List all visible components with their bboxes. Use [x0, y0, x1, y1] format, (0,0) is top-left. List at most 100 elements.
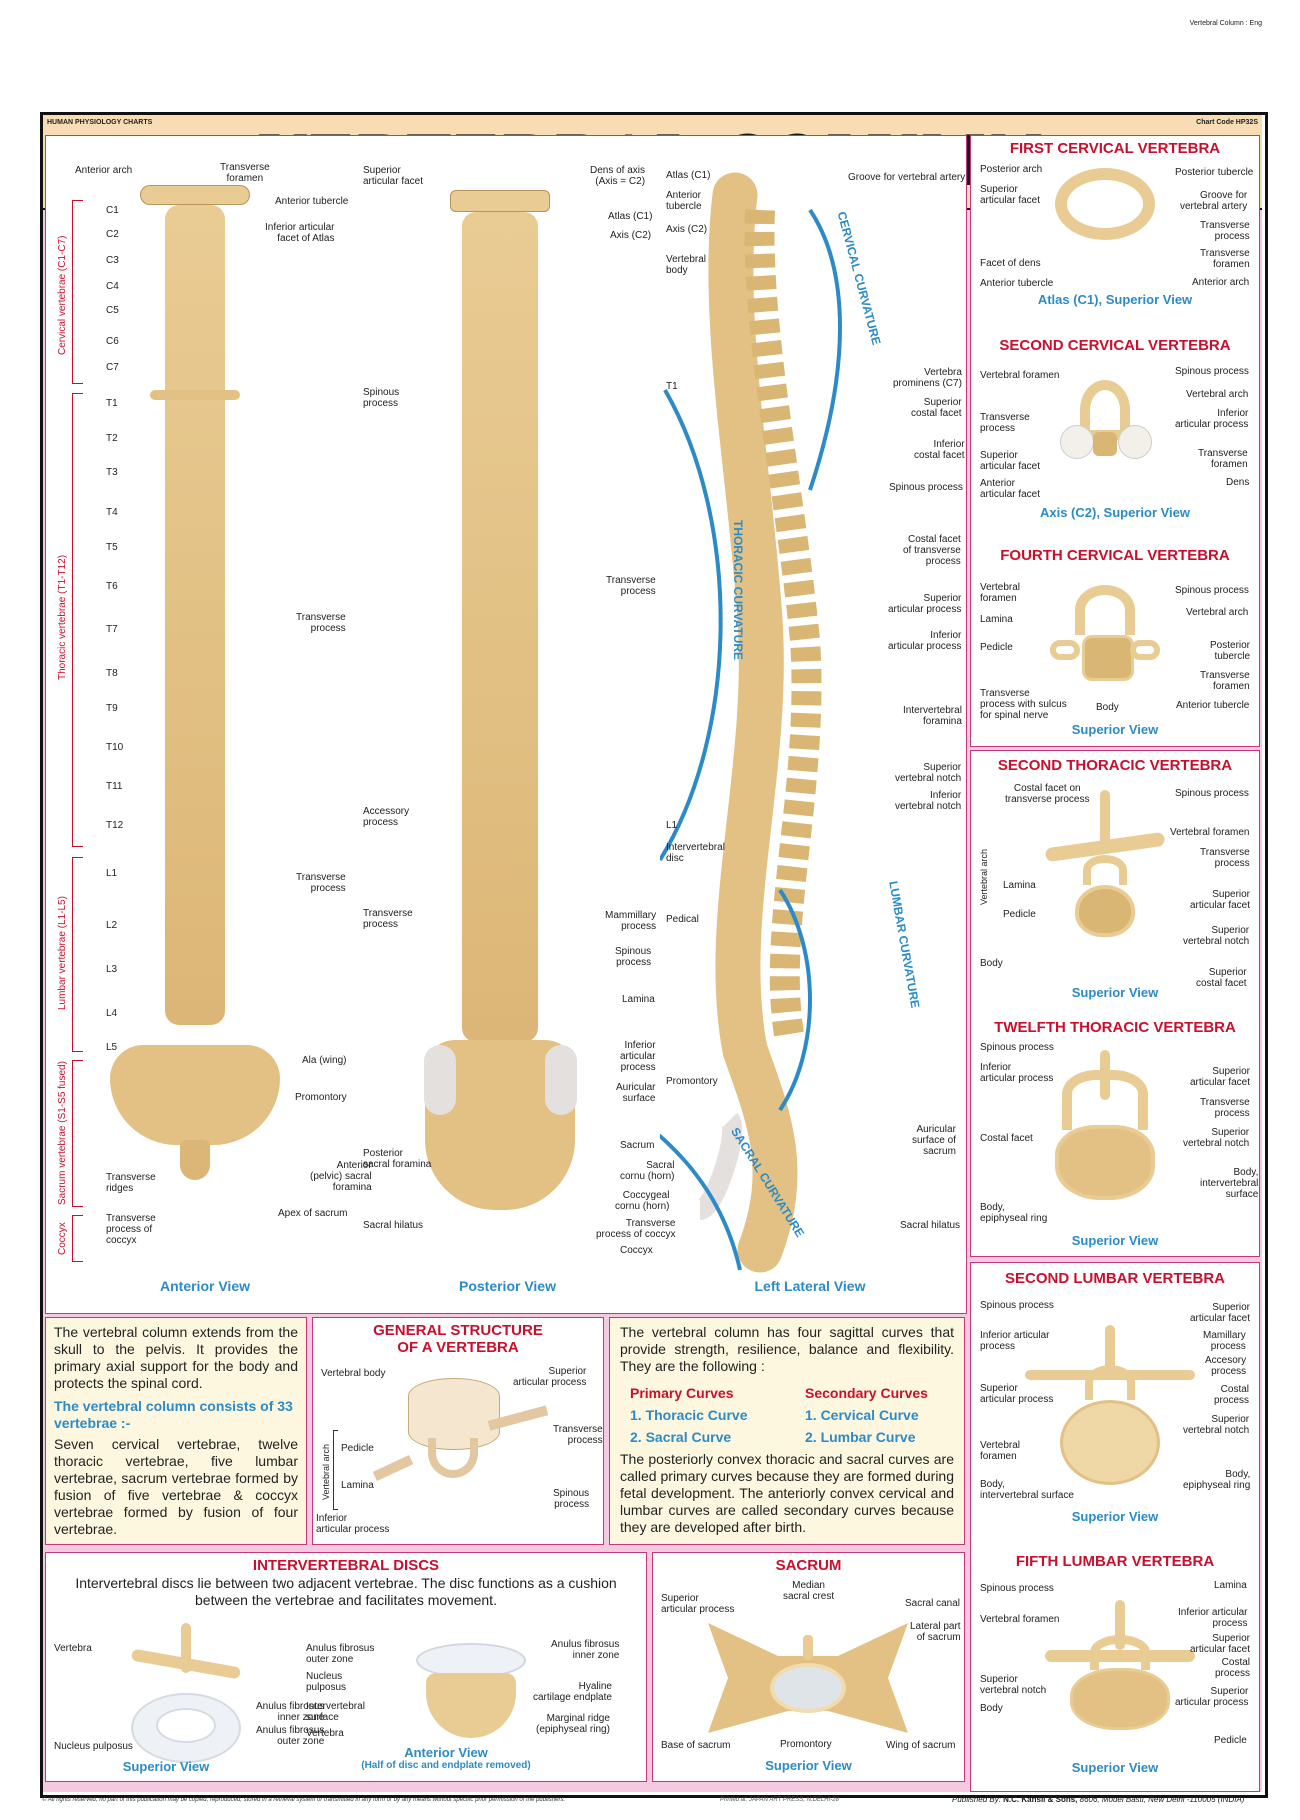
label-dens: Dens of axis (Axis = C2): [590, 165, 646, 187]
label: Superior vertebral notch: [1183, 1127, 1250, 1149]
label: Vertebral foramen: [1170, 827, 1250, 838]
label-inferior-articular: Inferior articular process: [620, 1040, 656, 1073]
label: Lamina: [980, 614, 1013, 625]
coccyx-region-label: Coccyx: [57, 1222, 68, 1255]
label: Superior articular process: [513, 1366, 587, 1388]
label: Spinous process: [980, 1042, 1054, 1053]
label: Vertebral arch: [1186, 607, 1249, 618]
label-c3: C3: [106, 255, 119, 266]
label-lat-l1: L1: [666, 820, 678, 831]
label: Body: [980, 958, 1003, 969]
label-coccyx: Coccyx: [620, 1245, 653, 1256]
label: Pedicle: [980, 642, 1013, 653]
posterior-vertebrae: [462, 212, 538, 1042]
secondary-curve-lumbar: 2. Lumbar Curve: [805, 1429, 916, 1445]
label: Transverse foramen: [1200, 670, 1250, 692]
label-lat-pedical: Pedical: [666, 914, 699, 925]
label: Lamina: [341, 1480, 374, 1491]
label: Inferior articular process: [316, 1513, 390, 1535]
label-lat-inf-articular: Inferior articular process: [888, 630, 962, 652]
curves-outro: The posteriorly convex thoracic and sacr…: [620, 1451, 954, 1535]
anterior-view-caption: Anterior View: [160, 1278, 250, 1294]
label: Costal facet: [980, 1133, 1033, 1144]
label-inferior-facet-atlas: Inferior articular facet of Atlas: [265, 222, 335, 244]
label-lat-spinous: Spinous process: [889, 482, 963, 493]
atlas-bone: [140, 185, 250, 205]
generic-vertebra-drawing: [372, 1378, 549, 1488]
label-lat-atlas: Atlas (C1): [666, 170, 711, 181]
chart-code: Chart Code HP32S: [1196, 119, 1258, 126]
curves-intro: The vertebral column has four sagittal c…: [620, 1324, 954, 1374]
label: Superior articular facet: [1190, 889, 1251, 911]
sacrum-superior-drawing: [708, 1623, 908, 1733]
label: Facet of dens: [980, 258, 1041, 269]
cervical-region-label: Cervical vertebrae (C1-C7): [57, 235, 68, 355]
label: Spinous process: [980, 1583, 1054, 1594]
caption: Superior View: [1071, 1509, 1159, 1524]
label-vertebra-prominens: Vertebra prominens (C7): [893, 367, 962, 389]
label: Posterior tubercle: [1175, 167, 1254, 178]
label: Superior vertebral notch: [980, 1674, 1047, 1696]
primary-curve-thoracic: 1. Thoracic Curve: [630, 1407, 748, 1423]
sacrum-title: SACRUM: [775, 1557, 842, 1574]
label: Transverse foramen: [1200, 248, 1250, 270]
label: Median sacral crest: [783, 1580, 835, 1602]
label: Costal process: [1214, 1384, 1250, 1406]
disc-anterior-drawing: [416, 1633, 526, 1743]
label: Superior articular facet: [1190, 1633, 1251, 1655]
intro-paragraph: The vertebral column extends from the sk…: [54, 1324, 298, 1391]
caption: Atlas (C1), Superior View: [1037, 292, 1193, 307]
label-accessory-process: Accessory process: [363, 806, 410, 828]
label-auricular-surface: Auricular surface: [616, 1082, 656, 1104]
label: Body: [1096, 702, 1119, 713]
label: Groove for vertebral artery: [1180, 190, 1248, 212]
second-cervical-title: SECOND CERVICAL VERTEBRA: [999, 337, 1231, 354]
label-transverse-process-thoracic: Transverse process: [296, 612, 346, 634]
label: Costal process: [1215, 1657, 1251, 1679]
label-l3: L3: [106, 964, 118, 975]
label-posterior-sacral-foramina: Posterior sacral foramina: [363, 1148, 432, 1170]
label: Mamillary process: [1203, 1330, 1246, 1352]
disc-superior-caption: Superior View: [122, 1759, 210, 1774]
label-promontory: Promontory: [295, 1092, 347, 1103]
label: Vertebral body: [321, 1368, 386, 1379]
label: Anterior arch: [1192, 277, 1250, 288]
cervical-bracket: [72, 200, 83, 384]
discs-title: INTERVERTEBRAL DISCS: [252, 1557, 440, 1574]
label: Superior vertebral notch: [1183, 1414, 1250, 1436]
label: Vertebral foramen: [980, 1440, 1021, 1462]
label: Posterior tubercle: [1210, 640, 1251, 662]
twelfth-thoracic-title: TWELFTH THORACIC VERTEBRA: [994, 1019, 1236, 1036]
language-tag: Vertebral Column : Eng: [1189, 20, 1262, 27]
label: Anterior tubercle: [1176, 700, 1250, 711]
label: Marginal ridge (epiphyseal ring): [536, 1713, 610, 1735]
label: Base of sacrum: [661, 1740, 731, 1751]
label: Posterior arch: [980, 164, 1043, 175]
coccyx-bracket: [72, 1215, 83, 1262]
label: Accesory process: [1205, 1355, 1247, 1377]
general-structure-title: GENERAL STRUCTURE OF A VERTEBRA: [373, 1322, 543, 1356]
label: Anulus fibrosus outer zone: [306, 1643, 375, 1665]
label-auricular-surface-sacrum: Auricular surface of sacrum: [912, 1124, 956, 1157]
label-sacral-hiatus: Sacral hilatus: [363, 1220, 424, 1231]
label: Pedicle: [341, 1443, 374, 1454]
caption: Superior View: [1071, 985, 1159, 1000]
atlas-drawing: [1055, 168, 1155, 240]
second-thoracic-title: SECOND THORACIC VERTEBRA: [997, 757, 1233, 774]
label-transverse-coccyx-post: Transverse process of coccyx: [596, 1218, 676, 1240]
label: Superior articular facet: [980, 450, 1041, 472]
label-transverse-ridges: Transverse ridges: [106, 1172, 156, 1194]
label-anterior-tubercle: Anterior tubercle: [275, 196, 349, 207]
label: Hyaline cartilage endplate: [533, 1681, 612, 1703]
label-transverse-process-lumbar-post: Transverse process: [363, 908, 413, 930]
label-lat-body: Vertebral body: [666, 254, 707, 276]
label: Vertebral foramen: [980, 1614, 1060, 1625]
intro-details: Seven cervical vertebrae, twelve thoraci…: [54, 1436, 298, 1537]
label-l4: L4: [106, 1008, 118, 1019]
series-label: HUMAN PHYSIOLOGY CHARTS: [47, 119, 153, 126]
discs-description: Intervertebral discs lie between two adj…: [75, 1575, 617, 1608]
label-c7: C7: [106, 362, 119, 373]
fifth-lumbar-title: FIFTH LUMBAR VERTEBRA: [1015, 1553, 1215, 1570]
label-t1: T1: [106, 398, 118, 409]
label-atlas-c1: Atlas (C1): [608, 211, 653, 222]
